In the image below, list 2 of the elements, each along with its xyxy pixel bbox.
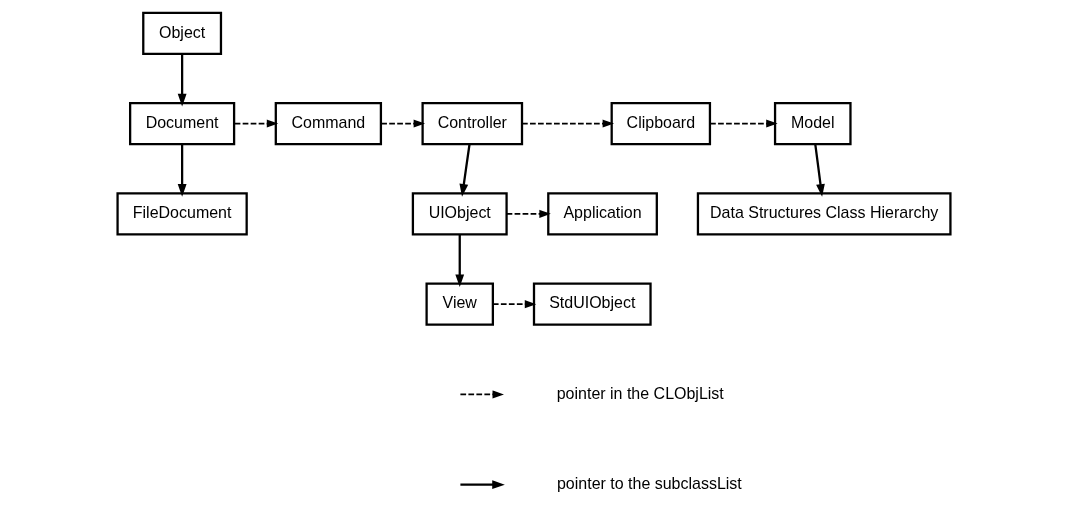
legend-label: pointer in the CLObjList: [556, 384, 724, 402]
legend-label: pointer to the subclassList: [556, 474, 742, 492]
